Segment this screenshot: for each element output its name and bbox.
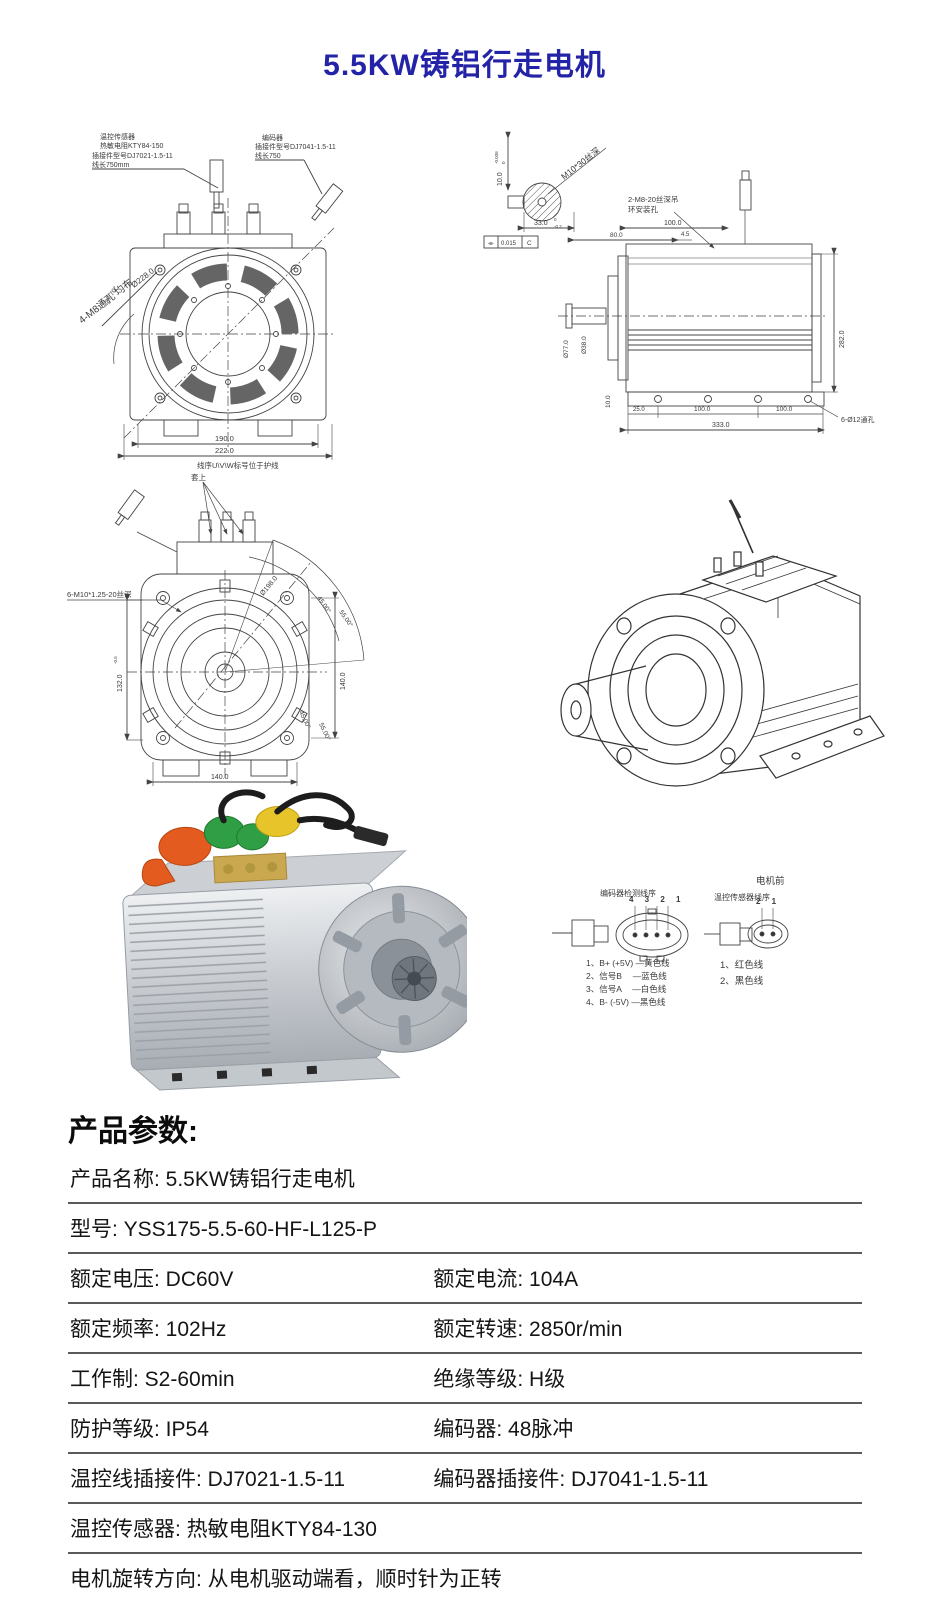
rear-view-labels: 线序U\V\W标号位于护线 套上 6-M10*1.25-20丝深 Ø198.0 … xyxy=(67,460,355,781)
dim-label: 10.0 xyxy=(497,172,504,186)
param-duty-cycle: 工作制: S2-60min xyxy=(70,1368,235,1391)
gdt-value: 0.015 xyxy=(501,241,517,247)
param-model: 型号: YSS175-5.5-60-HF-L125-P xyxy=(70,1218,377,1241)
note-line: 编码器 xyxy=(262,133,283,142)
encoder-pinout-title: 编码器检测线序 xyxy=(600,888,656,898)
tolerance: -0.5 xyxy=(113,656,118,664)
table-row: 额定电压: DC60V 额定电流: 104A xyxy=(68,1254,862,1304)
note-line: 温控传感器 xyxy=(100,132,135,141)
wire-list-line: 2、黑色线 xyxy=(720,975,764,987)
tolerance: -0.036 xyxy=(494,151,499,164)
tolerance: 0 xyxy=(554,217,557,222)
param-rated-voltage: 额定电压: DC60V xyxy=(70,1268,234,1291)
table-row: 防护等级: IP54 编码器: 48脉冲 xyxy=(68,1404,862,1454)
rear-view-geometry xyxy=(67,481,365,786)
dim-label: 190.0 xyxy=(215,434,234,443)
holes-callout: 6-Ø12通孔 xyxy=(841,415,874,424)
dim-label: 282.0 xyxy=(839,330,846,348)
note-line: 2-M8-20丝深吊 xyxy=(628,194,678,204)
dim-label: 33.0 xyxy=(534,220,548,227)
angle-label: 45.00° xyxy=(297,709,312,730)
wire-list-line: 1、B+ (+5V) —黄色线 xyxy=(586,958,670,968)
param-product-name: 产品名称: 5.5KW铸铝行走电机 xyxy=(70,1168,355,1191)
dim-label: 25.0 xyxy=(633,407,645,413)
dim-label: 4.5 xyxy=(681,232,690,238)
front-view-labels: 温控传感器 热敏电阻KTY84-150 插接件型号DJ7021-1.5-11 线… xyxy=(76,132,335,455)
dim-label: 100.0 xyxy=(694,406,711,413)
wire-list-line: 3、信号A —白色线 xyxy=(586,984,667,994)
param-encoder: 编码器: 48脉冲 xyxy=(433,1418,574,1441)
tap-callout: 6-M10*1.25-20丝深 xyxy=(67,589,132,599)
side-view-geometry xyxy=(483,131,839,434)
note-line: 插接件型号DJ7041-1.5-11 xyxy=(255,142,336,151)
param-protection-class: 防护等级: IP54 xyxy=(70,1418,209,1441)
dim-label: 80.0 xyxy=(610,232,623,239)
isometric-drawing xyxy=(528,458,893,803)
side-view-drawing: 10.0 -0.036 0 M10*30丝深 33.0 0 -0.2 ⌯ 0.0… xyxy=(478,108,923,453)
dim-label: 100.0 xyxy=(776,406,793,413)
front-view-geometry xyxy=(92,159,344,460)
dim-label: Ø38.0 xyxy=(581,336,588,354)
dim-label: 132.0 xyxy=(117,674,124,692)
wiring-labels: 编码器检测线序 4 3 2 1 1、B+ (+5V) —黄色线 2、信号B —蓝… xyxy=(586,875,785,1007)
wiring-geometry xyxy=(552,906,789,962)
param-rotation-direction: 电机旋转方向: 从电机驱动端看，顺时针为正转 xyxy=(70,1568,502,1591)
sensor-pin-numbers: 2 1 xyxy=(756,897,781,906)
note-line: 线长750 xyxy=(255,151,281,160)
product-photo xyxy=(72,778,467,1113)
photo-geometry xyxy=(122,789,467,1091)
table-row: 电机旋转方向: 从电机驱动端看，顺时针为正转 xyxy=(68,1554,862,1600)
table-row: 温控线插接件: DJ7021-1.5-11 编码器插接件: DJ7041-1.5… xyxy=(68,1454,862,1504)
wire-list-line: 2、信号B —蓝色线 xyxy=(586,971,667,981)
page-title: 5.5KW铸铝行走电机 xyxy=(323,49,606,82)
diameter-label: Ø198.0 xyxy=(259,575,279,597)
param-temp-connector: 温控线插接件: DJ7021-1.5-11 xyxy=(70,1468,346,1491)
angle-label: 45.00° xyxy=(315,595,333,615)
dim-label: 10.0 xyxy=(605,395,612,408)
note-line: 线序U\V\W标号位于护线 xyxy=(197,460,279,470)
angle-label: 55.00° xyxy=(317,721,332,742)
gdt-symbol: ⌯ xyxy=(488,241,494,248)
dim-label: 140.0 xyxy=(211,774,229,781)
thread-callout: M10*30丝深 xyxy=(559,145,602,182)
param-encoder-connector: 编码器插接件: DJ7041-1.5-11 xyxy=(433,1468,709,1491)
note-line: 热敏电阻KTY84-150 xyxy=(100,141,164,150)
front-view-drawing: 温控传感器 热敏电阻KTY84-150 插接件型号DJ7021-1.5-11 线… xyxy=(72,112,387,462)
table-row: 工作制: S2-60min 绝缘等级: H级 xyxy=(68,1354,862,1404)
dim-label: 100.0 xyxy=(664,220,682,227)
dim-label: 140.0 xyxy=(340,672,347,690)
param-rated-speed: 额定转速: 2850r/min xyxy=(433,1318,623,1341)
table-row: 型号: YSS175-5.5-60-HF-L125-P xyxy=(68,1204,862,1254)
params-table: 产品名称: 5.5KW铸铝行走电机 型号: YSS175-5.5-60-HF-L… xyxy=(68,1154,862,1600)
tolerance: 0 xyxy=(501,161,506,164)
encoder-pin-numbers: 4 3 2 1 xyxy=(629,895,685,904)
param-insulation-class: 绝缘等级: H级 xyxy=(433,1368,566,1391)
rear-view-drawing: 线序U\V\W标号位于护线 套上 6-M10*1.25-20丝深 Ø198.0 … xyxy=(65,450,385,790)
note-line: 线长750mm xyxy=(92,160,130,169)
angle-label: 55.00° xyxy=(337,609,355,629)
tolerance: -0.2 xyxy=(554,224,562,229)
wire-list-line: 1、红色线 xyxy=(720,959,764,971)
params-heading: 产品参数: xyxy=(68,1115,198,1148)
table-row: 额定频率: 102Hz 额定转速: 2850r/min xyxy=(68,1304,862,1354)
note-line: 插接件型号DJ7021-1.5-11 xyxy=(92,151,173,160)
param-rated-current: 额定电流: 104A xyxy=(433,1268,579,1291)
table-row: 产品名称: 5.5KW铸铝行走电机 xyxy=(68,1154,862,1204)
gdt-datum: C xyxy=(527,240,532,247)
isometric-geometry xyxy=(560,499,885,787)
dim-label: Ø77.0 xyxy=(563,340,570,358)
motor-end-label: 电机前 xyxy=(756,875,785,887)
param-rated-frequency: 额定频率: 102Hz xyxy=(70,1318,227,1341)
side-view-labels: 10.0 -0.036 0 M10*30丝深 33.0 0 -0.2 ⌯ 0.0… xyxy=(488,145,874,429)
note-line: 环安装孔 xyxy=(628,204,658,214)
sensor-pinout-title: 温控传感器线序 xyxy=(714,892,770,902)
dim-label: 333.0 xyxy=(712,422,730,429)
table-row: 温控传感器: 热敏电阻KTY84-130 xyxy=(68,1504,862,1554)
wire-list-line: 4、B- (-5V) —黑色线 xyxy=(586,997,666,1007)
note-line: 套上 xyxy=(191,472,206,482)
dim-label: 222.0 xyxy=(215,446,234,455)
wiring-diagram: 编码器检测线序 4 3 2 1 1、B+ (+5V) —黄色线 2、信号B —蓝… xyxy=(542,840,882,1015)
param-temp-sensor: 温控传感器: 热敏电阻KTY84-130 xyxy=(70,1518,377,1541)
